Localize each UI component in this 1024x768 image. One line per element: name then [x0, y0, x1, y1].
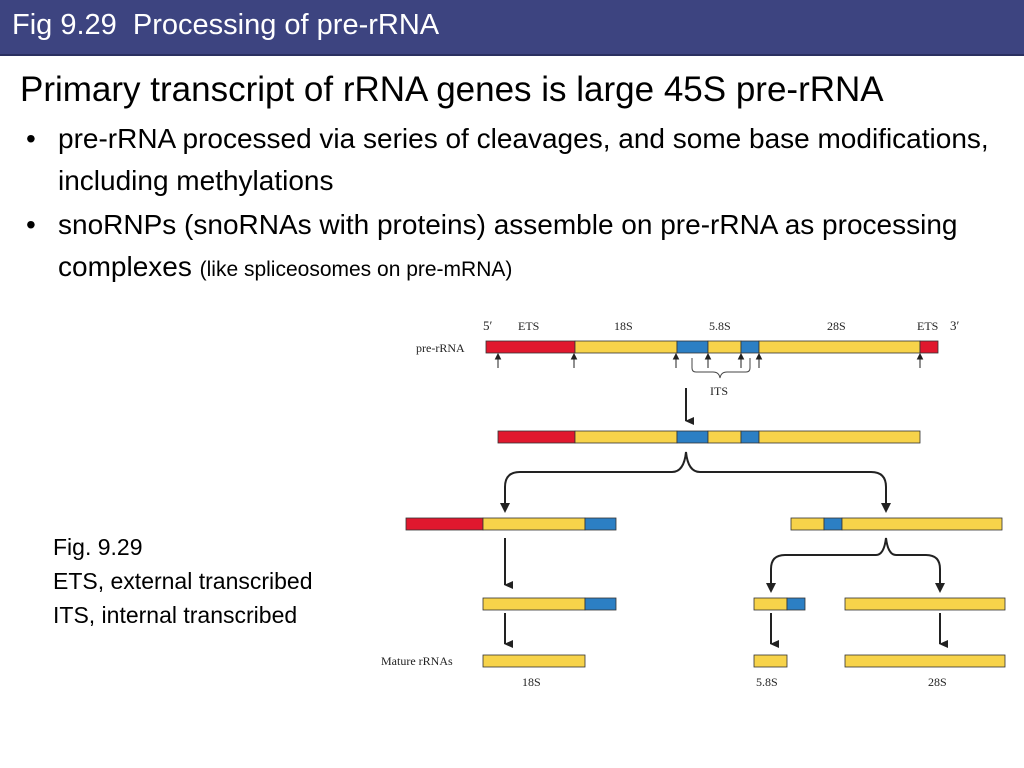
- cleavage-arrow: [737, 352, 745, 368]
- ets-5-segment: [405, 517, 484, 531]
- s58-top-label: 5.8S: [709, 319, 731, 333]
- intermediate-bar-18s: [482, 597, 617, 611]
- mature-58s-bar: [753, 654, 788, 668]
- three-prime-label: 3′: [950, 318, 960, 333]
- s58-segment: [790, 517, 825, 531]
- bullet-list: • pre-rRNA processed via series of cleav…: [18, 118, 1018, 293]
- its1-segment: [584, 597, 617, 611]
- intermediate-bar-58s: [753, 597, 806, 611]
- s28-segment: [758, 340, 921, 354]
- caption-line: ETS, external transcribed: [53, 568, 313, 594]
- s28-segment: [841, 517, 1003, 531]
- bullet-marker: •: [26, 123, 36, 154]
- bullet-item: • snoRNPs (snoRNAs with proteins) assemb…: [18, 204, 1018, 291]
- caption-line: Fig. 9.29: [53, 534, 143, 560]
- its2-segment: [740, 340, 760, 354]
- s18-segment: [574, 430, 678, 444]
- mature-28s-bar: [844, 654, 1006, 668]
- its1-segment: [584, 517, 617, 531]
- pre-rrna-label: pre-rRNA: [416, 341, 465, 355]
- s28-top-label: 28S: [827, 319, 846, 333]
- bullet-text: pre-rRNA processed via series of cleavag…: [58, 123, 989, 196]
- intermediate-bar-28s: [844, 597, 1006, 611]
- arrow-head: [766, 583, 776, 593]
- its2-segment: [740, 430, 760, 444]
- cleavage-site-arrows: [494, 352, 924, 368]
- cleavage-arrow: [755, 352, 763, 368]
- intermediate-bar-left: [405, 517, 617, 531]
- its1-segment: [676, 340, 709, 354]
- ets-5-segment: [497, 430, 576, 444]
- its2-segment: [823, 517, 843, 531]
- bullet-note: (like spliceosomes on pre-mRNA): [199, 258, 513, 281]
- cleavage-arrow: [672, 352, 680, 368]
- s18-segment: [482, 597, 586, 611]
- ets-left-label: ETS: [518, 319, 539, 333]
- s28-segment: [758, 430, 921, 444]
- mature-rrnas-label: Mature rRNAs: [381, 654, 453, 668]
- ets-right-label: ETS: [917, 319, 938, 333]
- arrow-head: [881, 503, 891, 513]
- cleavage-arrow: [916, 352, 924, 368]
- slide-heading: Primary transcript of rRNA genes is larg…: [20, 70, 884, 109]
- figure-caption: Fig. 9.29 ETS, external transcribed ITS,…: [53, 530, 313, 632]
- s58-segment: [707, 340, 742, 354]
- slide-title: Fig 9.29 Processing of pre-rRNA: [12, 9, 440, 41]
- its-bracket: [691, 358, 751, 379]
- cleavage-arrow: [704, 352, 712, 368]
- arrow-head: [935, 583, 945, 593]
- branch-bracket-2: [770, 537, 941, 587]
- cleavage-arrow: [494, 352, 502, 368]
- bullet-item: • pre-rRNA processed via series of cleav…: [18, 118, 1018, 202]
- bullet-marker: •: [26, 209, 36, 240]
- title-bar: Fig 9.29 Processing of pre-rRNA: [0, 0, 1024, 56]
- its1-segment: [676, 430, 709, 444]
- its2-segment: [786, 597, 806, 611]
- s28-segment: [844, 597, 1006, 611]
- arrow-head: [500, 503, 510, 513]
- caption-line: ITS, internal transcribed: [53, 602, 298, 628]
- s18-segment: [482, 517, 586, 531]
- intermediate-bar-right: [790, 517, 1003, 531]
- cleavage-arrow: [570, 352, 578, 368]
- its-label: ITS: [710, 384, 728, 398]
- branch-bracket-1: [504, 451, 887, 507]
- mature-18s-bar: [482, 654, 586, 668]
- intermediate-bar-1: [497, 430, 921, 444]
- ets-5-segment: [485, 340, 576, 354]
- pre-rrna-bar: [485, 340, 939, 354]
- s58-bottom-label: 5.8S: [756, 675, 778, 689]
- ets-3-segment: [919, 340, 939, 354]
- s18-segment: [574, 340, 678, 354]
- s18-bottom-label: 18S: [522, 675, 541, 689]
- s58-segment: [707, 430, 742, 444]
- bullet-text: snoRNPs (snoRNAs with proteins) assemble…: [58, 209, 958, 282]
- s18-top-label: 18S: [614, 319, 633, 333]
- five-prime-label: 5′: [483, 318, 493, 333]
- s58-segment: [753, 597, 788, 611]
- s28-bottom-label: 28S: [928, 675, 947, 689]
